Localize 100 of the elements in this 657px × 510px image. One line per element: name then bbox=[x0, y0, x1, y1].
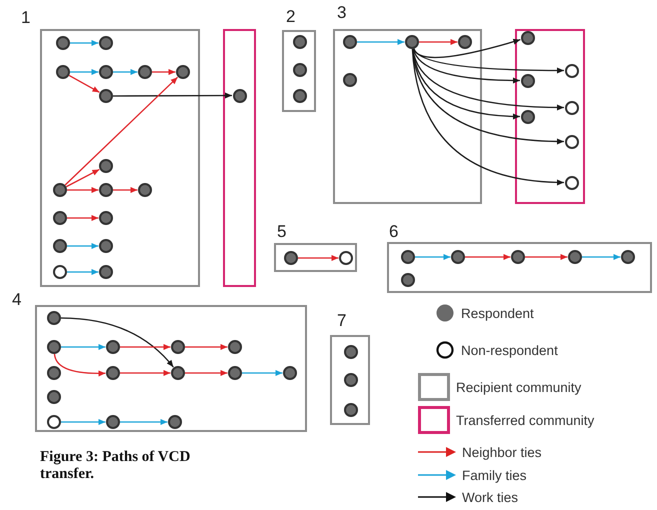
arrow bbox=[412, 48, 564, 186]
arrow bbox=[61, 419, 106, 425]
legend-label: Non-respondent bbox=[461, 342, 558, 358]
non-respondent-circle bbox=[339, 251, 353, 265]
respondent-circle bbox=[99, 159, 113, 173]
arrow bbox=[67, 215, 98, 221]
non-respondent-circle bbox=[53, 265, 67, 279]
respondent-circle bbox=[47, 340, 61, 354]
panel-number: 2 bbox=[286, 8, 296, 26]
non-respondent-circle bbox=[564, 134, 578, 148]
respondent-circle bbox=[106, 366, 120, 380]
panel-number: 5 bbox=[277, 223, 286, 241]
respondent-circle bbox=[344, 345, 358, 359]
arrow bbox=[412, 48, 564, 110]
non-respondent-circle bbox=[47, 415, 61, 429]
arrow bbox=[412, 48, 520, 84]
non-respondent-circle bbox=[564, 100, 578, 114]
legend-label: Work ties bbox=[462, 490, 518, 504]
non-respondent-circle bbox=[564, 176, 578, 190]
respondent-circle bbox=[520, 30, 534, 44]
arrow bbox=[113, 92, 232, 99]
arrow bbox=[185, 344, 228, 350]
respondent-circle bbox=[293, 63, 307, 77]
respondent-circle bbox=[293, 35, 307, 49]
respondent-circle bbox=[401, 273, 415, 287]
arrow bbox=[152, 69, 176, 75]
arrow bbox=[413, 48, 564, 74]
respondent-circle bbox=[47, 366, 61, 380]
arrow bbox=[67, 269, 98, 275]
respondent-circle bbox=[53, 183, 67, 197]
arrow bbox=[185, 370, 228, 376]
legend-label: Respondent bbox=[461, 306, 534, 320]
respondent-circle bbox=[99, 211, 113, 225]
respondent-circle bbox=[621, 250, 635, 264]
arrow bbox=[66, 168, 100, 188]
legend-label: Neighbor ties bbox=[462, 444, 542, 460]
respondent-circle bbox=[171, 340, 185, 354]
respondent-circle bbox=[228, 366, 242, 380]
respondent-circle bbox=[53, 211, 67, 225]
respondent-circle bbox=[283, 366, 297, 380]
arrow bbox=[67, 243, 98, 249]
arrow bbox=[582, 254, 620, 260]
respondent-circle bbox=[99, 239, 113, 253]
arrow bbox=[412, 48, 564, 144]
non-respondent-circle bbox=[564, 64, 578, 78]
respondent-circle bbox=[99, 183, 113, 197]
legend-label: Family ties bbox=[462, 468, 527, 482]
arrow bbox=[120, 344, 170, 350]
respondent-circle bbox=[232, 88, 246, 102]
respondent-circle bbox=[47, 311, 61, 325]
respondent-circle bbox=[138, 65, 152, 79]
respondent-circle bbox=[405, 35, 419, 49]
panel-number: 6 bbox=[389, 223, 398, 241]
respondent-circle bbox=[56, 36, 70, 50]
arrow bbox=[298, 255, 338, 261]
arrow bbox=[419, 39, 458, 45]
panel-number: 4 bbox=[12, 291, 22, 309]
arrow bbox=[113, 69, 138, 75]
respondent-circle bbox=[451, 250, 465, 264]
respondent-circle bbox=[344, 373, 358, 387]
arrow bbox=[60, 317, 174, 368]
respondent-circle bbox=[106, 340, 120, 354]
respondent-circle bbox=[343, 73, 357, 87]
respondent-circle bbox=[99, 265, 113, 279]
arrow bbox=[61, 344, 106, 350]
respondent-circle bbox=[168, 415, 182, 429]
respondent-circle bbox=[568, 250, 582, 264]
respondent-circle bbox=[284, 251, 298, 265]
arrow bbox=[465, 254, 510, 260]
legend-label: Recipient community bbox=[456, 380, 582, 394]
respondent-circle bbox=[343, 35, 357, 49]
respondent-circle bbox=[520, 110, 534, 124]
arrow bbox=[67, 187, 98, 193]
arrow bbox=[120, 370, 170, 376]
arrow bbox=[113, 187, 138, 193]
arrow bbox=[242, 370, 282, 376]
arrow bbox=[415, 254, 450, 260]
respondent-circle bbox=[99, 36, 113, 50]
respondent-circle bbox=[520, 74, 534, 88]
arrow bbox=[525, 254, 568, 260]
arrow bbox=[70, 69, 98, 75]
respondent-circle bbox=[401, 250, 415, 264]
respondent-circle bbox=[106, 415, 120, 429]
figure-caption: Figure 3: Paths of VCD transfer. bbox=[40, 449, 192, 483]
respondent-circle bbox=[53, 239, 67, 253]
transferred-community-box bbox=[223, 29, 256, 287]
respondent-circle bbox=[511, 250, 525, 264]
respondent-circle bbox=[138, 183, 152, 197]
panel-number: 1 bbox=[21, 9, 30, 27]
panel-number: 7 bbox=[337, 312, 346, 330]
legend-label: Transferred community bbox=[456, 412, 594, 428]
respondent-circle bbox=[458, 35, 472, 49]
respondent-circle bbox=[293, 89, 307, 103]
panel-number: 3 bbox=[337, 4, 346, 22]
respondent-circle bbox=[176, 65, 190, 79]
arrow bbox=[357, 39, 404, 45]
respondent-circle bbox=[47, 390, 61, 404]
arrow bbox=[68, 74, 100, 93]
respondent-circle bbox=[99, 89, 113, 103]
respondent-circle bbox=[344, 403, 358, 417]
